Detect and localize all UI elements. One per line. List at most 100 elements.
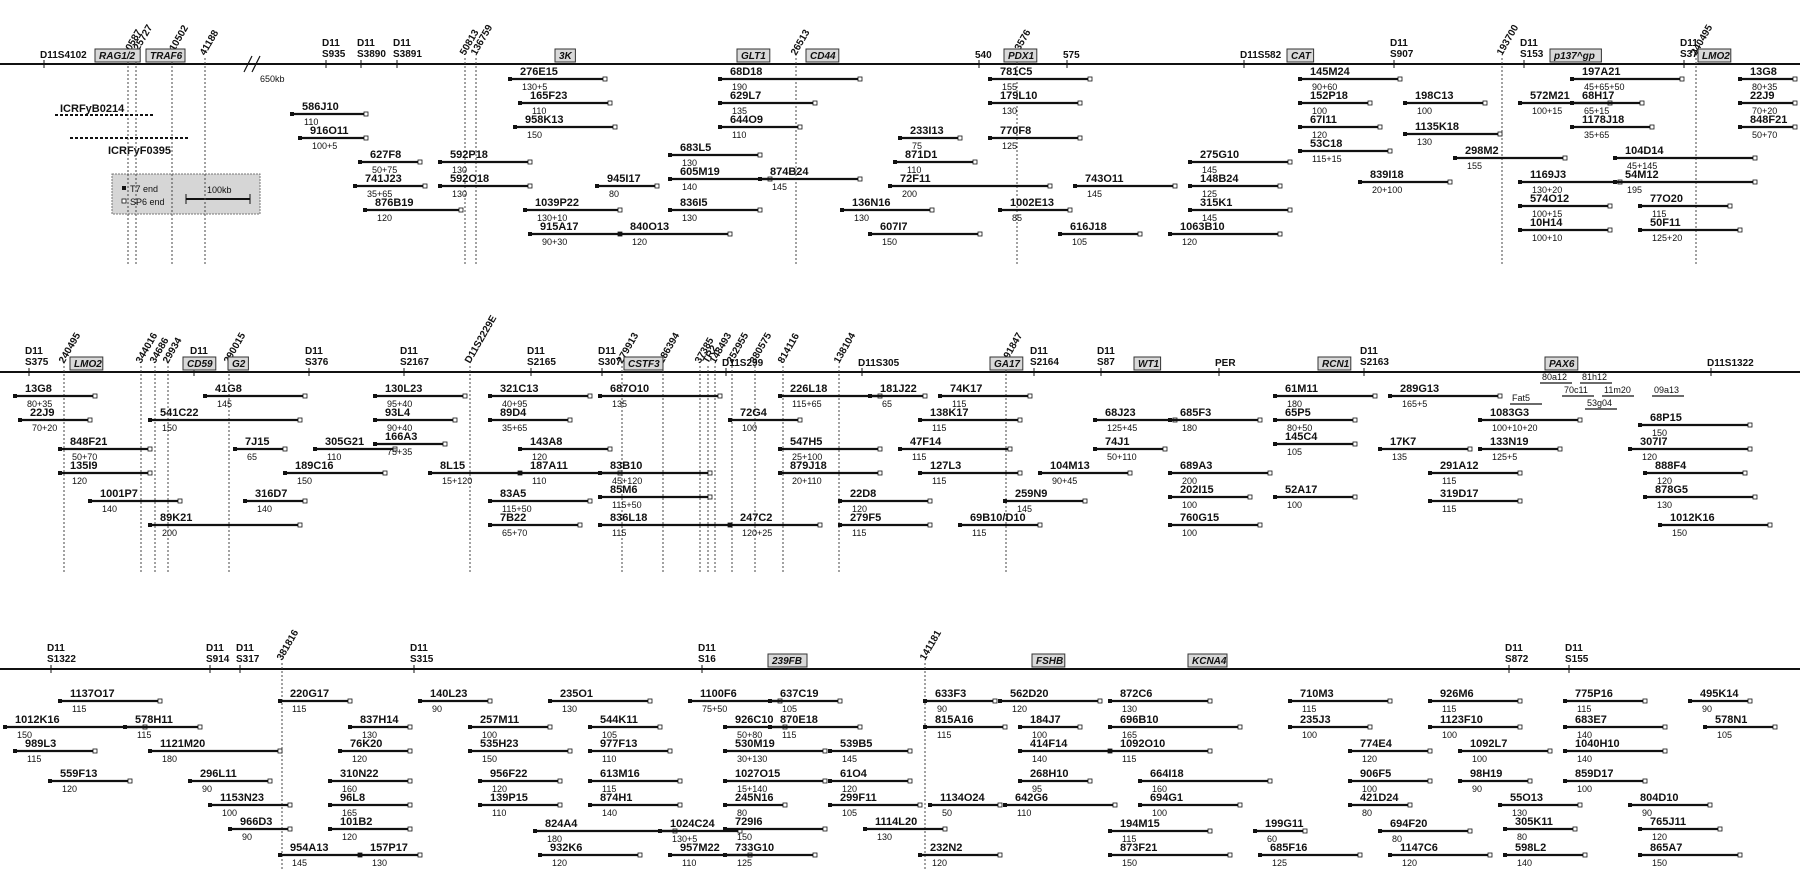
t7-end-icon — [373, 442, 377, 446]
t7-end-icon — [233, 447, 237, 451]
marker-label: S375 — [1680, 49, 1704, 60]
clone-name: 1027O15 — [735, 768, 780, 780]
sp6-end-icon — [297, 522, 303, 528]
sp6-end-icon — [837, 698, 843, 704]
clone-name: 574O12 — [1530, 193, 1569, 205]
t7-end-icon — [518, 471, 522, 475]
marker-label: S907 — [1390, 49, 1414, 60]
clone-name: 607I7 — [880, 221, 908, 233]
marker-label: D11 — [400, 346, 418, 357]
clone-size: 100 — [1472, 754, 1487, 764]
clone-name: 1147C6 — [1400, 842, 1438, 854]
clone-name: 1063B10 — [1180, 221, 1225, 233]
sp6-end-icon — [1207, 828, 1213, 834]
marker-label: S1322 — [47, 654, 76, 665]
clone-name: 140L23 — [430, 688, 467, 700]
clone-name: 848F21 — [1750, 114, 1787, 126]
clone-size: 145 — [1202, 165, 1217, 175]
clone-name: 696B10 — [1120, 714, 1159, 726]
sp6-end-icon — [1017, 470, 1023, 476]
t7-end-icon — [283, 471, 287, 475]
clone-size: 150 — [17, 730, 32, 740]
clone-name: 915A17 — [540, 221, 579, 233]
clone-size: 160 — [1152, 784, 1167, 794]
clone-size: 180 — [547, 834, 562, 844]
t7-end-icon — [438, 184, 442, 188]
row-3: D11S1322D11S914D11S317D11S315D11S16D11S8… — [0, 628, 1800, 869]
clone-name: 637C19 — [780, 688, 819, 700]
gene-label: 3K — [559, 51, 573, 62]
sp6-end-icon — [972, 159, 978, 165]
clone-size: 135 — [732, 106, 747, 116]
t7-end-icon — [1188, 184, 1192, 188]
t7-end-icon — [1628, 447, 1632, 451]
sp6-end-icon — [1482, 100, 1488, 106]
sp6-end-icon — [917, 802, 923, 808]
clone-size: 130 — [1002, 106, 1017, 116]
t7-end-icon — [1188, 160, 1192, 164]
sp6-end-icon — [1752, 494, 1758, 500]
t7-end-icon — [688, 699, 692, 703]
gap-marker: 650kb — [243, 55, 285, 84]
t7-end-icon — [1613, 180, 1617, 184]
clone-name: 22J9 — [1750, 90, 1774, 102]
marker-label: D11 — [206, 643, 224, 654]
small-clone-name: 70c11 — [1564, 385, 1588, 395]
sp6-end-icon — [1112, 802, 1118, 808]
clone-size: 30+130 — [737, 754, 767, 764]
sp6-end-icon — [407, 724, 413, 730]
sp6-end-icon — [1607, 203, 1613, 209]
sp6-end-icon — [1352, 441, 1358, 447]
clone-size: 115 — [1442, 504, 1456, 514]
clone-size: 50+70 — [72, 452, 97, 462]
gene-label: WT1 — [1138, 359, 1160, 370]
clone-name: 98H19 — [1470, 768, 1502, 780]
sp6-end-icon — [977, 231, 983, 237]
gene-box — [1133, 356, 1162, 371]
t7-end-icon — [123, 725, 127, 729]
sp6-end-icon — [1767, 522, 1773, 528]
clone-name: 143A8 — [530, 436, 562, 448]
sp6-end-icon — [363, 135, 369, 141]
t7-end-icon — [523, 208, 527, 212]
clone-size: 125+45 — [1107, 423, 1137, 433]
gene-label: CD59 — [187, 359, 213, 370]
sp6-end-icon — [302, 498, 308, 504]
sp6-end-icon — [1387, 148, 1393, 154]
sp6-end-icon — [267, 778, 273, 784]
clone-size: 70+20 — [32, 423, 57, 433]
clone-size: 115 — [1122, 834, 1136, 844]
clone-size: 130 — [452, 189, 467, 199]
t7-end-icon — [243, 499, 247, 503]
sp6-end-icon — [1227, 852, 1233, 858]
sp6-end-icon — [1427, 748, 1433, 754]
t7-end-icon — [58, 447, 62, 451]
clone-name: 874H1 — [600, 792, 632, 804]
t7-end-icon — [668, 208, 672, 212]
